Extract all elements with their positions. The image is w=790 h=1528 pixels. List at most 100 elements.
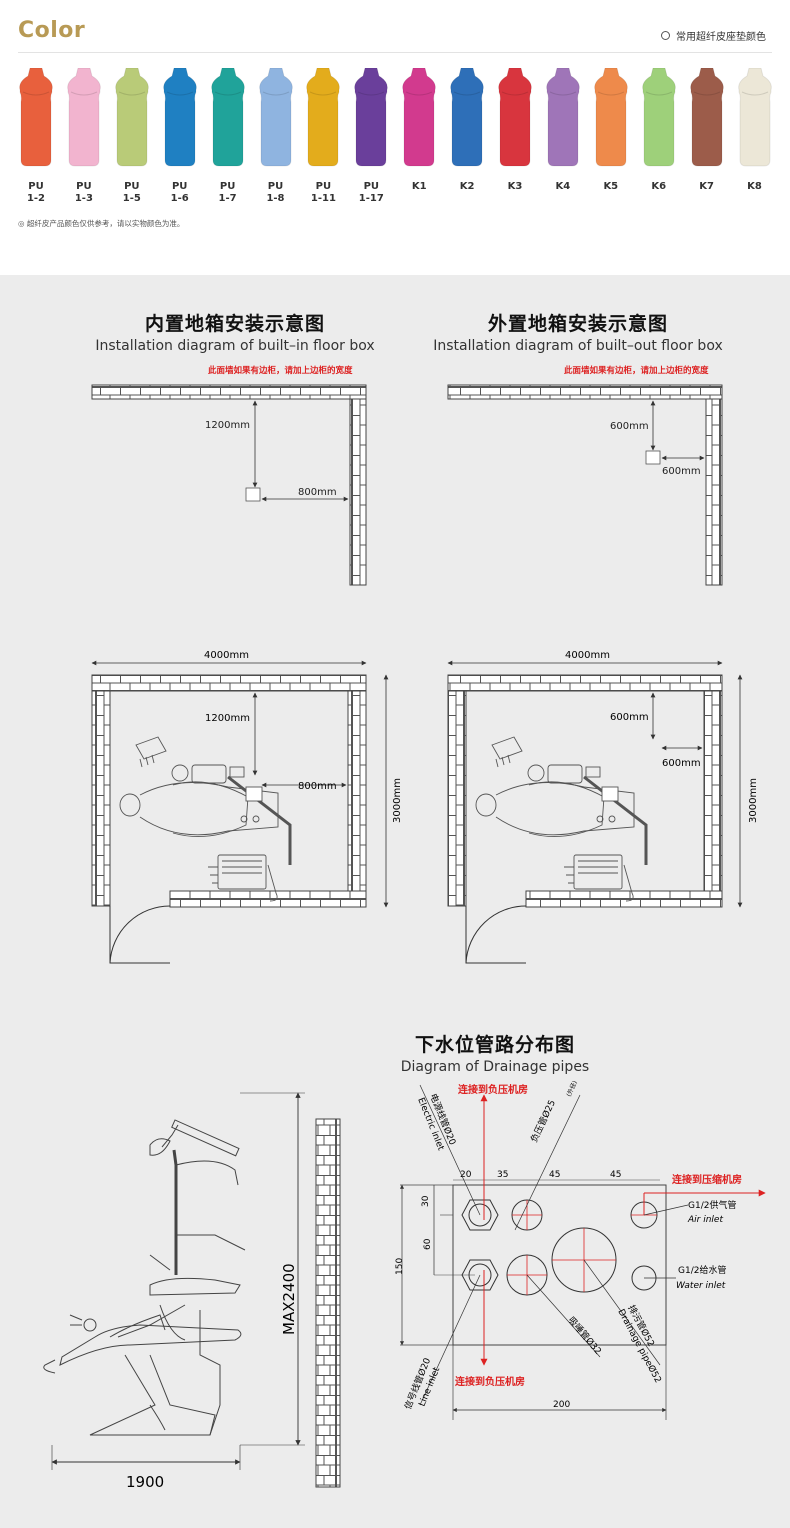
swatch-label: PU 1-8 xyxy=(266,181,285,204)
swatch-item: PU 1-11 xyxy=(305,68,341,208)
legend-note: 常用超纤皮座垫颜色 xyxy=(661,28,766,43)
builtin-dim-h: 800mm xyxy=(298,487,337,498)
swatch-bottle xyxy=(737,68,772,167)
swatch-item: K3 xyxy=(497,68,533,208)
connect-negative-bottom: 连接到负压机房 xyxy=(455,1375,525,1388)
dental-chair-topview xyxy=(119,736,292,902)
swatch-label: PU 1-5 xyxy=(122,181,141,204)
swatch-item: K2 xyxy=(449,68,485,208)
water-en: Water inlet xyxy=(676,1281,726,1291)
builtout-title-en: Installation diagram of built–out floor … xyxy=(433,338,723,354)
chair-height: MAX2400 xyxy=(280,1263,298,1335)
swatch-item: K1 xyxy=(401,68,437,208)
builtout-room-w: 4000mm xyxy=(565,650,610,661)
dim-35: 35 xyxy=(497,1170,508,1180)
dim-20: 20 xyxy=(460,1170,472,1180)
legend-circle-icon xyxy=(661,31,670,40)
swatch-bottle xyxy=(689,68,724,167)
swatch-bottle xyxy=(162,68,197,167)
swatch-bottle xyxy=(450,68,484,167)
builtin-room-dim-h: 800mm xyxy=(298,781,337,792)
dim-200: 200 xyxy=(553,1400,570,1410)
swatch-bottle xyxy=(210,68,245,167)
swatch-label: K8 xyxy=(747,181,762,192)
swatch-label: K1 xyxy=(411,181,427,192)
swatch-label: K3 xyxy=(507,181,523,192)
swatch-bottle xyxy=(306,68,341,167)
builtin-room: 4000mm 3000mm 1200mm 800mm xyxy=(91,650,403,964)
swatch-bottle xyxy=(498,68,532,167)
swatch-label: K7 xyxy=(699,181,714,192)
swatch-item: PU 1-3 xyxy=(66,68,102,208)
dental-chair-sideview xyxy=(43,1119,246,1436)
color-disclaimer: ◎ 超纤皮产品颜色仅供参考，请以实物颜色为准。 xyxy=(18,219,185,228)
swatch-item: PU 1-5 xyxy=(114,68,150,208)
dim-30: 30 xyxy=(421,1195,431,1207)
swatch-label: PU 1-3 xyxy=(74,181,93,204)
builtout-room: 4000mm 3000mm 600mm 600mm xyxy=(447,650,759,964)
builtin-room-w: 4000mm xyxy=(204,650,249,661)
swatch-list: PU 1-2 PU 1-3 PU 1-5 PU 1-6 PU 1-7 PU 1-8 PU 1… xyxy=(18,68,778,208)
builtin-title: 内置地箱安装示意图 Installation diagram of built–… xyxy=(80,309,390,354)
builtout-room-dim-v: 600mm xyxy=(610,712,649,723)
dim-45b: 45 xyxy=(610,1170,621,1180)
swatch-item: K4 xyxy=(545,68,581,208)
dim-150: 150 xyxy=(395,1258,405,1275)
builtout-dim-h: 600mm xyxy=(662,466,701,477)
floor-box-icon xyxy=(645,450,661,465)
drainage-title-cn: 下水位管路分布图 xyxy=(414,1034,575,1056)
swatch-label: K6 xyxy=(651,181,667,192)
negative-pipe-note: (外径) xyxy=(565,1079,579,1098)
swatch-bottle xyxy=(593,68,628,167)
swatch-item: K6 xyxy=(641,68,677,208)
floor-box-icon xyxy=(245,487,261,502)
dental-chair-topview xyxy=(475,736,648,902)
swatch-bottle xyxy=(402,68,436,167)
builtout-top-wall: 600mm 600mm xyxy=(447,384,723,586)
swatch-bottle xyxy=(114,68,149,167)
builtout-note: 此面墙如果有边柜，请加上边柜的宽度 xyxy=(564,366,709,376)
drainage-title-en: Diagram of Drainage pipes xyxy=(400,1059,590,1075)
drainage-canvas: 1900 MAX2400 150 xyxy=(43,1079,766,1491)
swatch-item: PU 1-7 xyxy=(210,68,246,208)
swatch-bottle xyxy=(258,68,293,167)
builtout-title: 外置地箱安装示意图 Installation diagram of built–… xyxy=(420,309,736,354)
swatch-item: PU 1-6 xyxy=(162,68,198,208)
legend-note-text: 常用超纤皮座垫颜色 xyxy=(676,32,766,43)
swatch-label: PU 1-6 xyxy=(170,181,189,204)
builtout-title-cn: 外置地箱安装示意图 xyxy=(487,313,668,335)
swatch-label: PU 1-17 xyxy=(358,181,384,204)
swatch-label: K2 xyxy=(459,181,475,192)
air-en: Air inlet xyxy=(687,1215,723,1225)
dim-45a: 45 xyxy=(549,1170,560,1180)
dim-60: 60 xyxy=(423,1238,433,1250)
divider xyxy=(18,52,772,53)
chair-width: 1900 xyxy=(126,1473,164,1491)
swatch-item: PU 1-17 xyxy=(353,68,389,208)
connect-compressor: 连接到压缩机房 xyxy=(672,1173,742,1186)
swatch-label: PU 1-11 xyxy=(310,181,336,204)
diagram-canvas: 1200mm 800mm 600mm 600mm 4000mm 3000mm xyxy=(91,384,759,964)
builtin-title-en: Installation diagram of built–in floor b… xyxy=(95,338,375,354)
connect-negative-top: 连接到负压机房 xyxy=(458,1083,528,1096)
swatch-bottle xyxy=(19,68,53,167)
builtin-note: 此面墙如果有边柜，请加上边柜的宽度 xyxy=(208,366,353,376)
builtin-room-dim-v: 1200mm xyxy=(205,713,250,724)
swatch-item: PU 1-2 xyxy=(18,68,54,208)
swatch-label: PU 1-2 xyxy=(26,181,46,204)
builtout-room-h: 3000mm xyxy=(748,778,759,823)
builtin-room-h: 3000mm xyxy=(392,778,403,823)
pipe-plan: 150 200 30 60 20 35 45 45 xyxy=(395,1079,766,1420)
air-cn: G1/2供气管 xyxy=(688,1199,736,1211)
negative-pipe: 负压管Ø25 xyxy=(528,1098,558,1144)
water-cn: G1/2给水管 xyxy=(678,1264,726,1276)
side-wall xyxy=(315,1118,341,1488)
swatch-bottle xyxy=(641,68,676,167)
swatch-item: K8 xyxy=(737,68,773,208)
swatch-label: K5 xyxy=(603,181,619,192)
swatch-item: K7 xyxy=(689,68,725,208)
swatch-item: PU 1-8 xyxy=(258,68,294,208)
builtin-dim-v: 1200mm xyxy=(205,420,250,431)
swatch-bottle xyxy=(67,68,101,167)
